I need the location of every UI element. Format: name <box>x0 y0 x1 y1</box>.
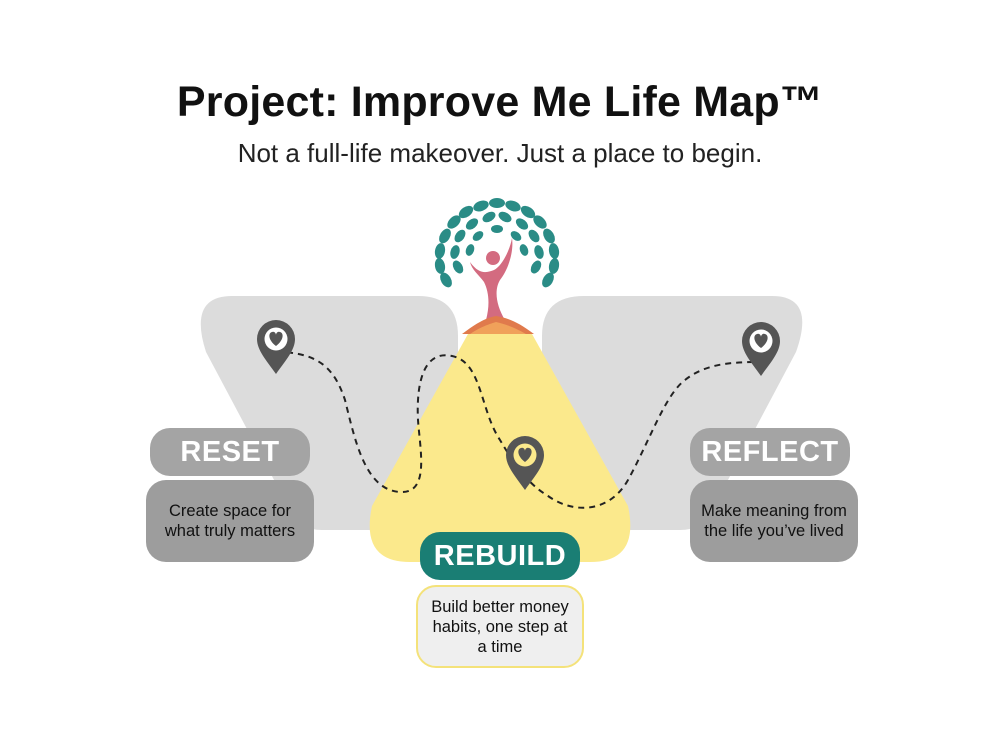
reflect-description: Make meaning from the life you’ve lived <box>690 480 858 562</box>
heart-pin-icon-reset <box>257 320 295 374</box>
reset-label: RESET <box>150 428 310 476</box>
heart-pin-icon-reflect <box>742 322 780 376</box>
page-title: Project: Improve Me Life Map™ <box>176 78 824 126</box>
rebuild-label: REBUILD <box>420 532 580 580</box>
heart-pin-icon-rebuild <box>506 436 544 490</box>
reset-description: Create space for what truly matters <box>146 480 314 562</box>
tree-person-icon <box>434 198 560 334</box>
reflect-label: REFLECT <box>690 428 850 476</box>
rebuild-description: Build better money habits, one step at a… <box>416 585 584 668</box>
rebuild-zone-shape <box>369 328 631 562</box>
page-subtitle: Not a full-life makeover. Just a place t… <box>237 138 763 168</box>
journey-path <box>275 351 761 509</box>
